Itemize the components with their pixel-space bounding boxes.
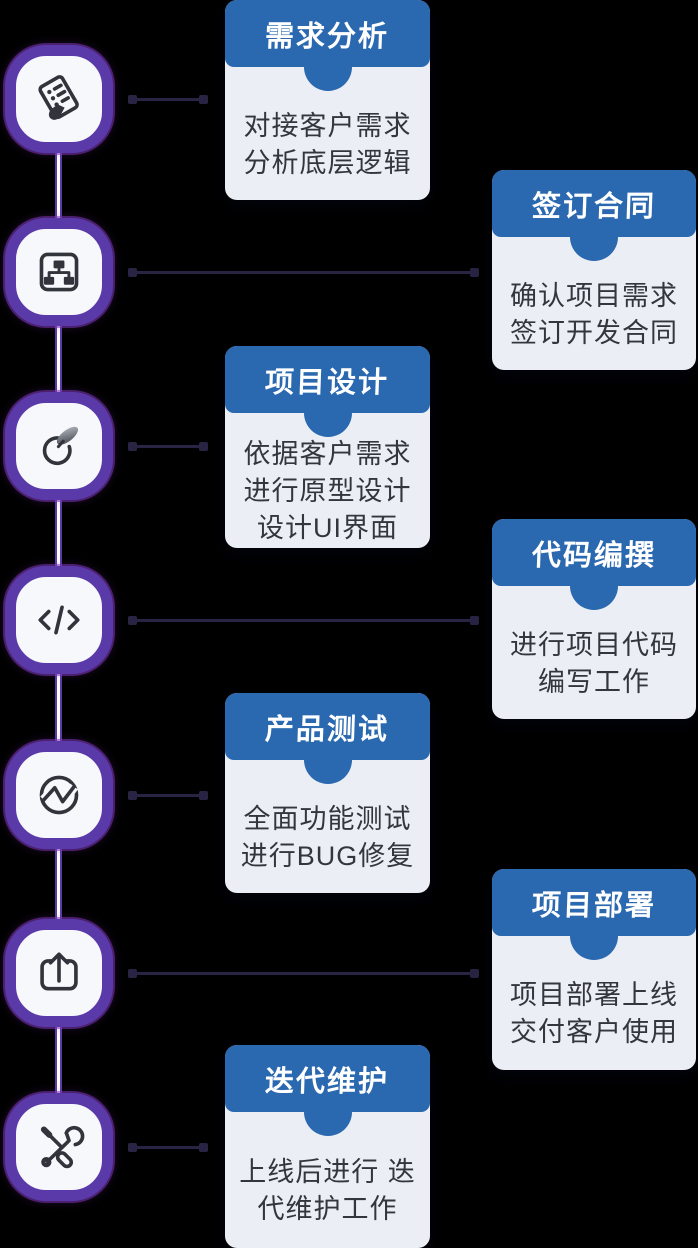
card-body: 对接客户需求 分析底层逻辑 (225, 67, 430, 200)
tools-maintenance-icon (40, 1125, 85, 1169)
card-title: 代码编撰 (531, 539, 657, 572)
card-header: 产品测试 (225, 693, 430, 760)
card-text-line: 全面功能测试 (243, 803, 412, 834)
step-node-testing (5, 741, 113, 849)
card-text-line: 设计UI界面 (257, 513, 398, 543)
receipt-checklist-icon (38, 75, 79, 120)
connector-line (128, 616, 479, 625)
step-card-coding: 代码编撰 进行项目代码 编写工作 (492, 519, 696, 719)
card-text-line: 依据客户需求 (243, 439, 412, 469)
card-title: 迭代维护 (264, 1065, 390, 1098)
step-card-design: 项目设计 依据客户需求 进行原型设计 设计UI界面 (225, 346, 430, 548)
step-card-maintenance: 迭代维护 上线后进行 迭 代维护工作 (225, 1045, 430, 1248)
card-title: 产品测试 (264, 713, 390, 746)
step-node-requirements (5, 45, 113, 153)
code-brackets-icon (38, 605, 80, 635)
upload-share-icon (40, 952, 78, 991)
card-body: 项目部署上线 交付客户使用 (492, 936, 696, 1070)
card-title: 签订合同 (531, 190, 657, 223)
step-card-deployment: 项目部署 项目部署上线 交付客户使用 (492, 869, 696, 1070)
step-node-coding (5, 566, 113, 674)
card-text-line: 分析底层逻辑 (243, 147, 412, 178)
card-header: 项目设计 (225, 346, 430, 413)
card-title: 项目设计 (264, 366, 390, 399)
pulse-chart-icon (39, 775, 79, 815)
card-text-line: 对接客户需求 (243, 110, 412, 141)
card-text-line: 上线后进行 迭 (239, 1157, 416, 1187)
connector-line (128, 442, 208, 451)
card-body: 依据客户需求 进行原型设计 设计UI界面 (225, 413, 430, 548)
card-title: 项目部署 (531, 889, 657, 922)
card-title: 需求分析 (264, 20, 390, 53)
card-header: 签订合同 (492, 170, 696, 237)
design-pen-icon (42, 426, 79, 466)
step-card-testing: 产品测试 全面功能测试 进行BUG修复 (225, 693, 430, 893)
card-text-line: 代维护工作 (257, 1194, 398, 1224)
connector-line (128, 268, 479, 277)
card-header: 代码编撰 (492, 519, 696, 586)
card-header: 需求分析 (225, 0, 430, 67)
card-text-line: 交付客户使用 (510, 1017, 678, 1047)
connector-line (128, 95, 208, 104)
card-text-line: 进行项目代码 (510, 629, 678, 660)
card-header: 项目部署 (492, 869, 696, 936)
card-text-line: 项目部署上线 (510, 980, 678, 1010)
card-text-line: 编写工作 (538, 666, 650, 697)
card-text-line: 进行原型设计 (243, 476, 412, 506)
connector-line (128, 969, 479, 978)
step-card-requirements: 需求分析 对接客户需求 分析底层逻辑 (225, 0, 430, 200)
step-card-contract: 签订合同 确认项目需求 签订开发合同 (492, 170, 696, 370)
card-body: 全面功能测试 进行BUG修复 (225, 760, 430, 893)
card-text-line: 进行BUG修复 (240, 840, 415, 871)
step-node-design (5, 392, 113, 500)
card-header: 迭代维护 (225, 1045, 430, 1112)
connector-line (128, 1143, 208, 1152)
sitemap-flowchart-icon (39, 252, 79, 292)
step-node-contract (5, 218, 113, 326)
card-body: 确认项目需求 签订开发合同 (492, 237, 696, 370)
card-text-line: 确认项目需求 (510, 280, 678, 311)
card-text-line: 签订开发合同 (510, 317, 678, 348)
connector-line (128, 791, 208, 800)
step-node-maintenance (5, 1093, 113, 1201)
card-body: 上线后进行 迭 代维护工作 (225, 1112, 430, 1248)
card-body: 进行项目代码 编写工作 (492, 586, 696, 719)
step-node-deployment (5, 919, 113, 1027)
